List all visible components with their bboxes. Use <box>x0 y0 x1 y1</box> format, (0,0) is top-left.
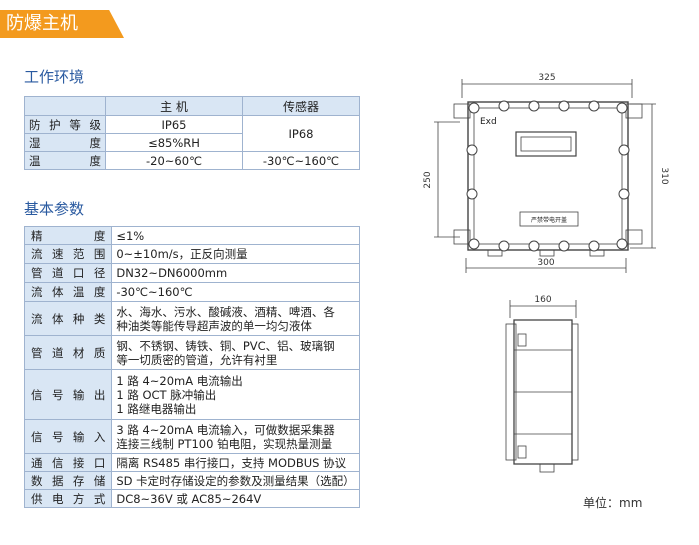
basic-param-label: 数据存储 <box>23 471 113 490</box>
basic-param-label: 流体种类 <box>23 301 113 336</box>
basic-param-value: 隔离 RS485 串行接口，支持 MODBUS 协议 <box>111 453 360 472</box>
basic-param-value-line: DC8~36V 或 AC85~264V <box>116 491 262 506</box>
section-banner: 防爆主机 <box>0 10 124 38</box>
basic-param-label: 管道材质 <box>23 335 113 370</box>
basic-param-value-line: DN32~DN6000mm <box>116 266 228 280</box>
basic-param-value: 钢、不锈钢、铸铁、铜、PVC、铝、玻璃钢等一切质密的管道，允许有衬里 <box>111 335 360 370</box>
basic-param-label: 流体温度 <box>23 282 113 302</box>
basic-param-value-line: SD 卡定时存储设定的参数及测量结果（选配） <box>116 473 355 488</box>
warning-plate-text: 严禁带电开盖 <box>531 216 567 224</box>
basic-param-value-line: 等一切质密的管道，允许有衬里 <box>116 352 278 367</box>
basic-section-title: 基本参数 <box>24 200 85 218</box>
basic-param-value-line: ≤1% <box>116 228 145 243</box>
basic-param-label: 供电方式 <box>23 489 113 508</box>
basic-param-row: 通信接口隔离 RS485 串行接口，支持 MODBUS 协议 <box>23 453 360 472</box>
env-label-humidity: 湿 度 <box>24 133 106 152</box>
basic-param-row: 流体种类水、海水、污水、酸碱液、酒精、啤酒、各种油类等能传导超声波的单一均匀液体 <box>23 301 360 336</box>
basic-param-value: ≤1% <box>111 226 360 245</box>
enclosure-drawing: 325 250 310 300 160 Exd 严禁带电开盖 <box>423 73 669 473</box>
basic-param-value: 水、海水、污水、酸碱液、酒精、啤酒、各种油类等能传导超声波的单一均匀液体 <box>111 301 360 336</box>
basic-param-label: 信号输入 <box>23 419 113 454</box>
basic-param-value-line: 水、海水、污水、酸碱液、酒精、啤酒、各 <box>116 304 335 319</box>
basic-param-row: 管道材质钢、不锈钢、铸铁、铜、PVC、铝、玻璃钢等一切质密的管道，允许有衬里 <box>23 335 360 370</box>
env-sensor-protection: IP68 <box>242 115 360 152</box>
basic-param-value-line: 1 路 4~20mA 电流输出 <box>116 373 243 388</box>
display-window <box>515 131 577 157</box>
basic-param-value-line: 0~±10m/s，正反向测量 <box>116 247 248 261</box>
env-host-temperature: -20~60℃ <box>105 151 243 170</box>
env-label-temperature: 温 度 <box>24 151 106 170</box>
basic-param-row: 精 度≤1% <box>23 226 360 245</box>
env-host-humidity: ≤85%RH <box>105 133 243 152</box>
basic-param-label: 流速范围 <box>23 244 113 264</box>
env-host-protection: IP65 <box>105 115 243 134</box>
basic-param-value-line: 3 路 4~20mA 电流输入，可做数据采集器 <box>116 422 335 437</box>
basic-param-value: 0~±10m/s，正反向测量 <box>111 244 360 264</box>
basic-param-value-line: 隔离 RS485 串行接口，支持 MODBUS 协议 <box>116 455 347 470</box>
basic-param-value: -30℃~160℃ <box>111 282 360 302</box>
brand-mark: Exd <box>480 117 497 127</box>
basic-param-label: 精 度 <box>23 226 113 245</box>
dim-label-top: 325 <box>538 73 555 83</box>
unit-label: 单位：mm <box>583 496 643 510</box>
dim-label-side: 160 <box>534 295 551 305</box>
dim-label-left: 250 <box>423 171 433 188</box>
basic-param-label: 管道口径 <box>23 263 113 283</box>
basic-param-label: 通信接口 <box>23 453 113 472</box>
basic-param-value: SD 卡定时存储设定的参数及测量结果（选配） <box>111 471 360 490</box>
basic-param-value-line: 钢、不锈钢、铸铁、铜、PVC、铝、玻璃钢 <box>116 338 335 353</box>
basic-param-value: DN32~DN6000mm <box>111 263 360 283</box>
dim-label-bottom: 300 <box>537 258 554 268</box>
env-sensor-temperature: -30℃~160℃ <box>242 151 360 170</box>
basic-param-value-line: 连接三线制 PT100 铂电阻，实现热量测量 <box>116 436 333 451</box>
env-header-sensor: 传感器 <box>242 96 360 116</box>
warning-plate <box>519 211 579 227</box>
dim-label-right: 310 <box>659 167 669 184</box>
basic-param-value-line: -30℃~160℃ <box>116 285 193 299</box>
env-header-blank <box>24 96 106 116</box>
basic-param-row: 流体温度-30℃~160℃ <box>23 282 360 302</box>
basic-param-value-line: 种油类等能传导超声波的单一均匀液体 <box>116 318 312 333</box>
basic-param-value-line: 1 路继电器输出 <box>116 401 197 416</box>
basic-param-value-line: 1 路 OCT 脉冲输出 <box>116 387 217 402</box>
basic-param-value: 3 路 4~20mA 电流输入，可做数据采集器连接三线制 PT100 铂电阻，实… <box>111 419 360 454</box>
basic-param-value: DC8~36V 或 AC85~264V <box>111 489 360 508</box>
env-header-host: 主 机 <box>105 96 243 116</box>
env-table: 主 机 传感器 防护等级 IP65 IP68 湿 度 ≤85%RH 温 度 -2… <box>24 96 360 170</box>
basic-param-label: 信号输出 <box>23 369 113 420</box>
env-label-protection: 防护等级 <box>24 115 106 134</box>
env-section-title: 工作环境 <box>24 68 85 86</box>
